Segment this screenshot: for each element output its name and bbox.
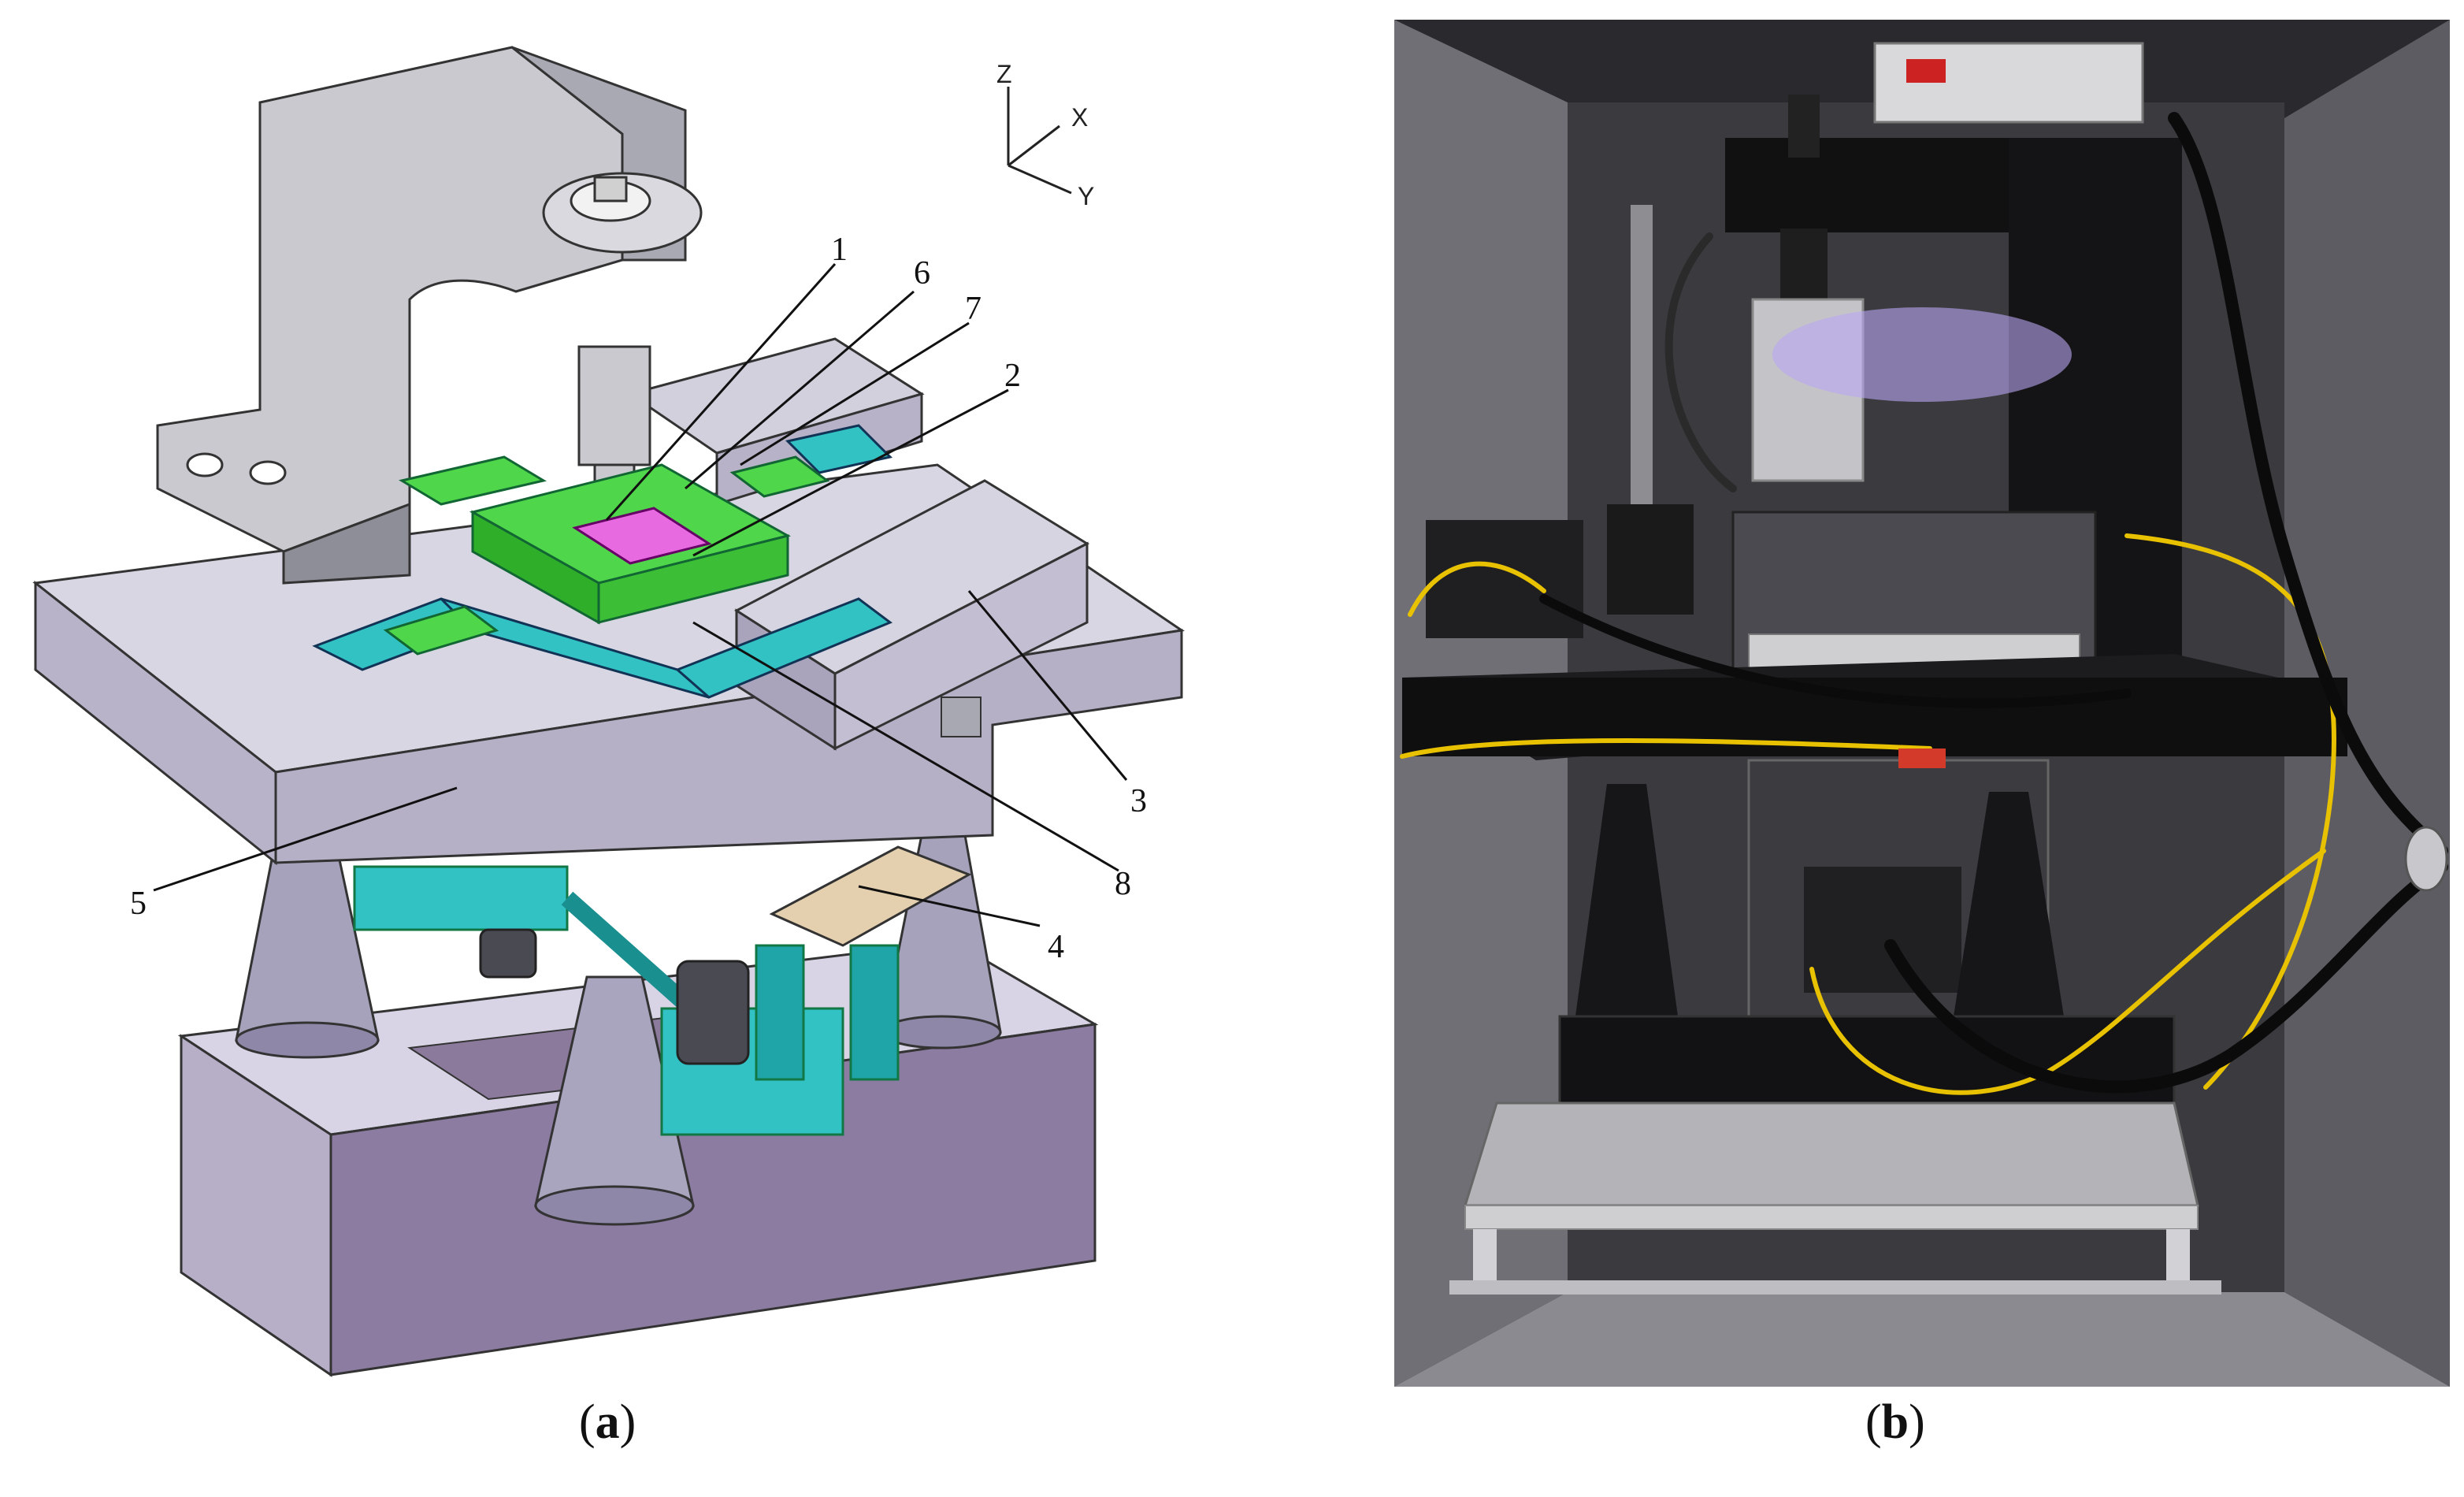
callout-7: 7 [965,291,982,327]
leader-lines [153,263,1128,927]
axis-x-label: X [1071,103,1088,132]
axis-triad [1007,87,1072,195]
photo-panel [1394,20,2450,1387]
caption-b: (b) [1865,1395,1925,1449]
lower-mechanism [353,865,900,1136]
callout-5: 5 [130,886,147,922]
caption-a-letter: a [595,1395,620,1449]
callout-2: 2 [1004,358,1021,394]
sample [572,507,712,565]
cad-model: Z X Y 1 2 3 4 5 6 7 8 [32,46,1185,1377]
conical-legs [235,818,1002,1226]
caption-b-letter: b [1881,1395,1909,1449]
callout-8: 8 [1115,866,1131,902]
axis-y-label: Y [1078,182,1094,210]
callout-3: 3 [1130,783,1147,819]
callout-4: 4 [1048,929,1064,965]
sensor-plate [769,845,972,947]
callout-6: 6 [914,255,930,292]
axis-z-label: Z [996,60,1012,88]
callout-1: 1 [831,232,848,268]
callout-labels: 1 2 3 4 5 6 7 8 [130,232,1147,965]
caption-a: (a) [579,1395,636,1449]
